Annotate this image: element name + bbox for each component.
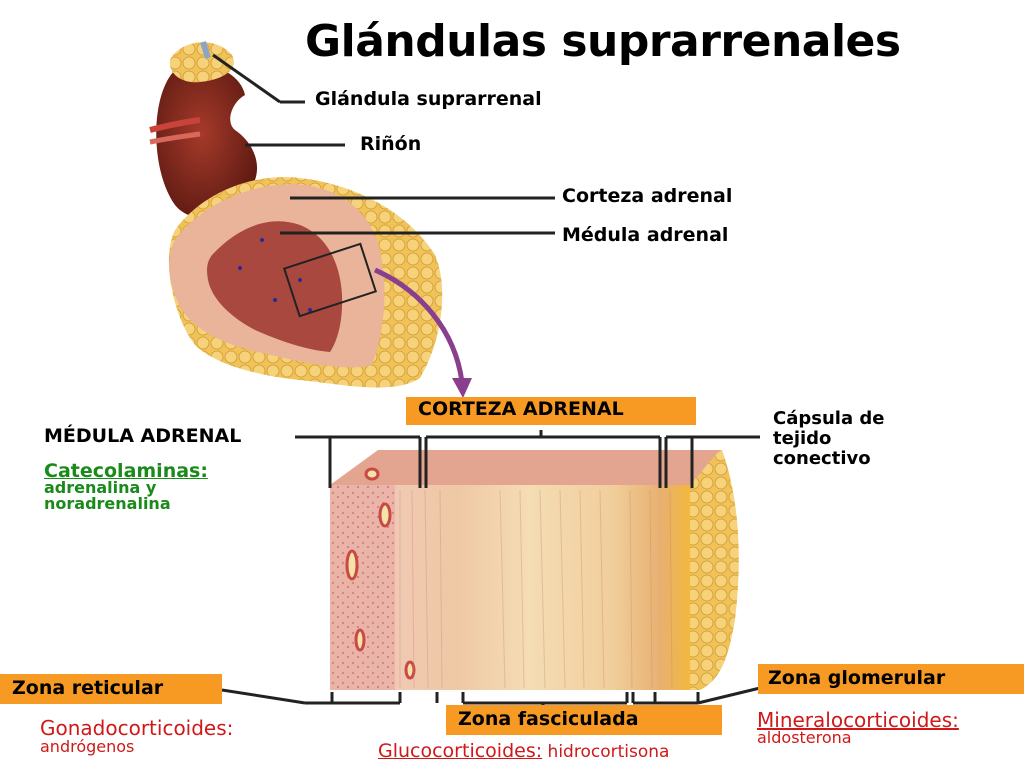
gluco-line: Glucocorticoides: hidrocortisona [378,740,669,762]
label-medula-adrenal: Médula adrenal [562,224,729,246]
tissue-top-face [330,450,722,485]
label-noradrenalina: noradrenalina [44,494,171,513]
label-corteza-adrenal-caps: CORTEZA ADRENAL [406,397,696,425]
page-title: Glándulas suprarrenales [305,16,901,67]
zoom-arrow [373,267,465,383]
label-hidrocortisona: hidrocortisona [542,742,670,762]
label-capsula-2: tejido [773,428,832,449]
label-medula-adrenal-caps: MÉDULA ADRENAL [44,425,242,447]
label-gonadocorticoides: Gonadocorticoides: [40,716,234,740]
zoom-box [282,242,378,318]
label-capsula-1: Cápsula de [773,408,885,429]
label-mineralocorticoides: Mineralocorticoides: [757,708,959,732]
label-aldosterona: aldosterona [757,728,852,747]
label-androgenos: andrógenos [40,737,135,756]
tissue-fat-layer [690,450,739,690]
label-rinon: Riñón [360,133,422,155]
label-glandula-suprarrenal: Glándula suprarrenal [315,88,542,110]
label-corteza-adrenal: Corteza adrenal [562,185,733,207]
label-capsula-3: conectivo [773,448,871,469]
adrenal-cap-shape [169,42,234,83]
label-zona-fasciculada: Zona fasciculada [446,705,722,735]
label-zona-glomerular: Zona glomerular [758,664,1024,694]
label-adrenalina: adrenalina y [44,478,157,497]
label-glucocorticoides: Glucocorticoides: [378,740,543,762]
label-catecolaminas: Catecolaminas: [44,460,208,482]
gland-section-medulla [207,221,343,352]
kidney-shape [156,64,258,218]
label-zona-reticular: Zona reticular [0,674,222,704]
